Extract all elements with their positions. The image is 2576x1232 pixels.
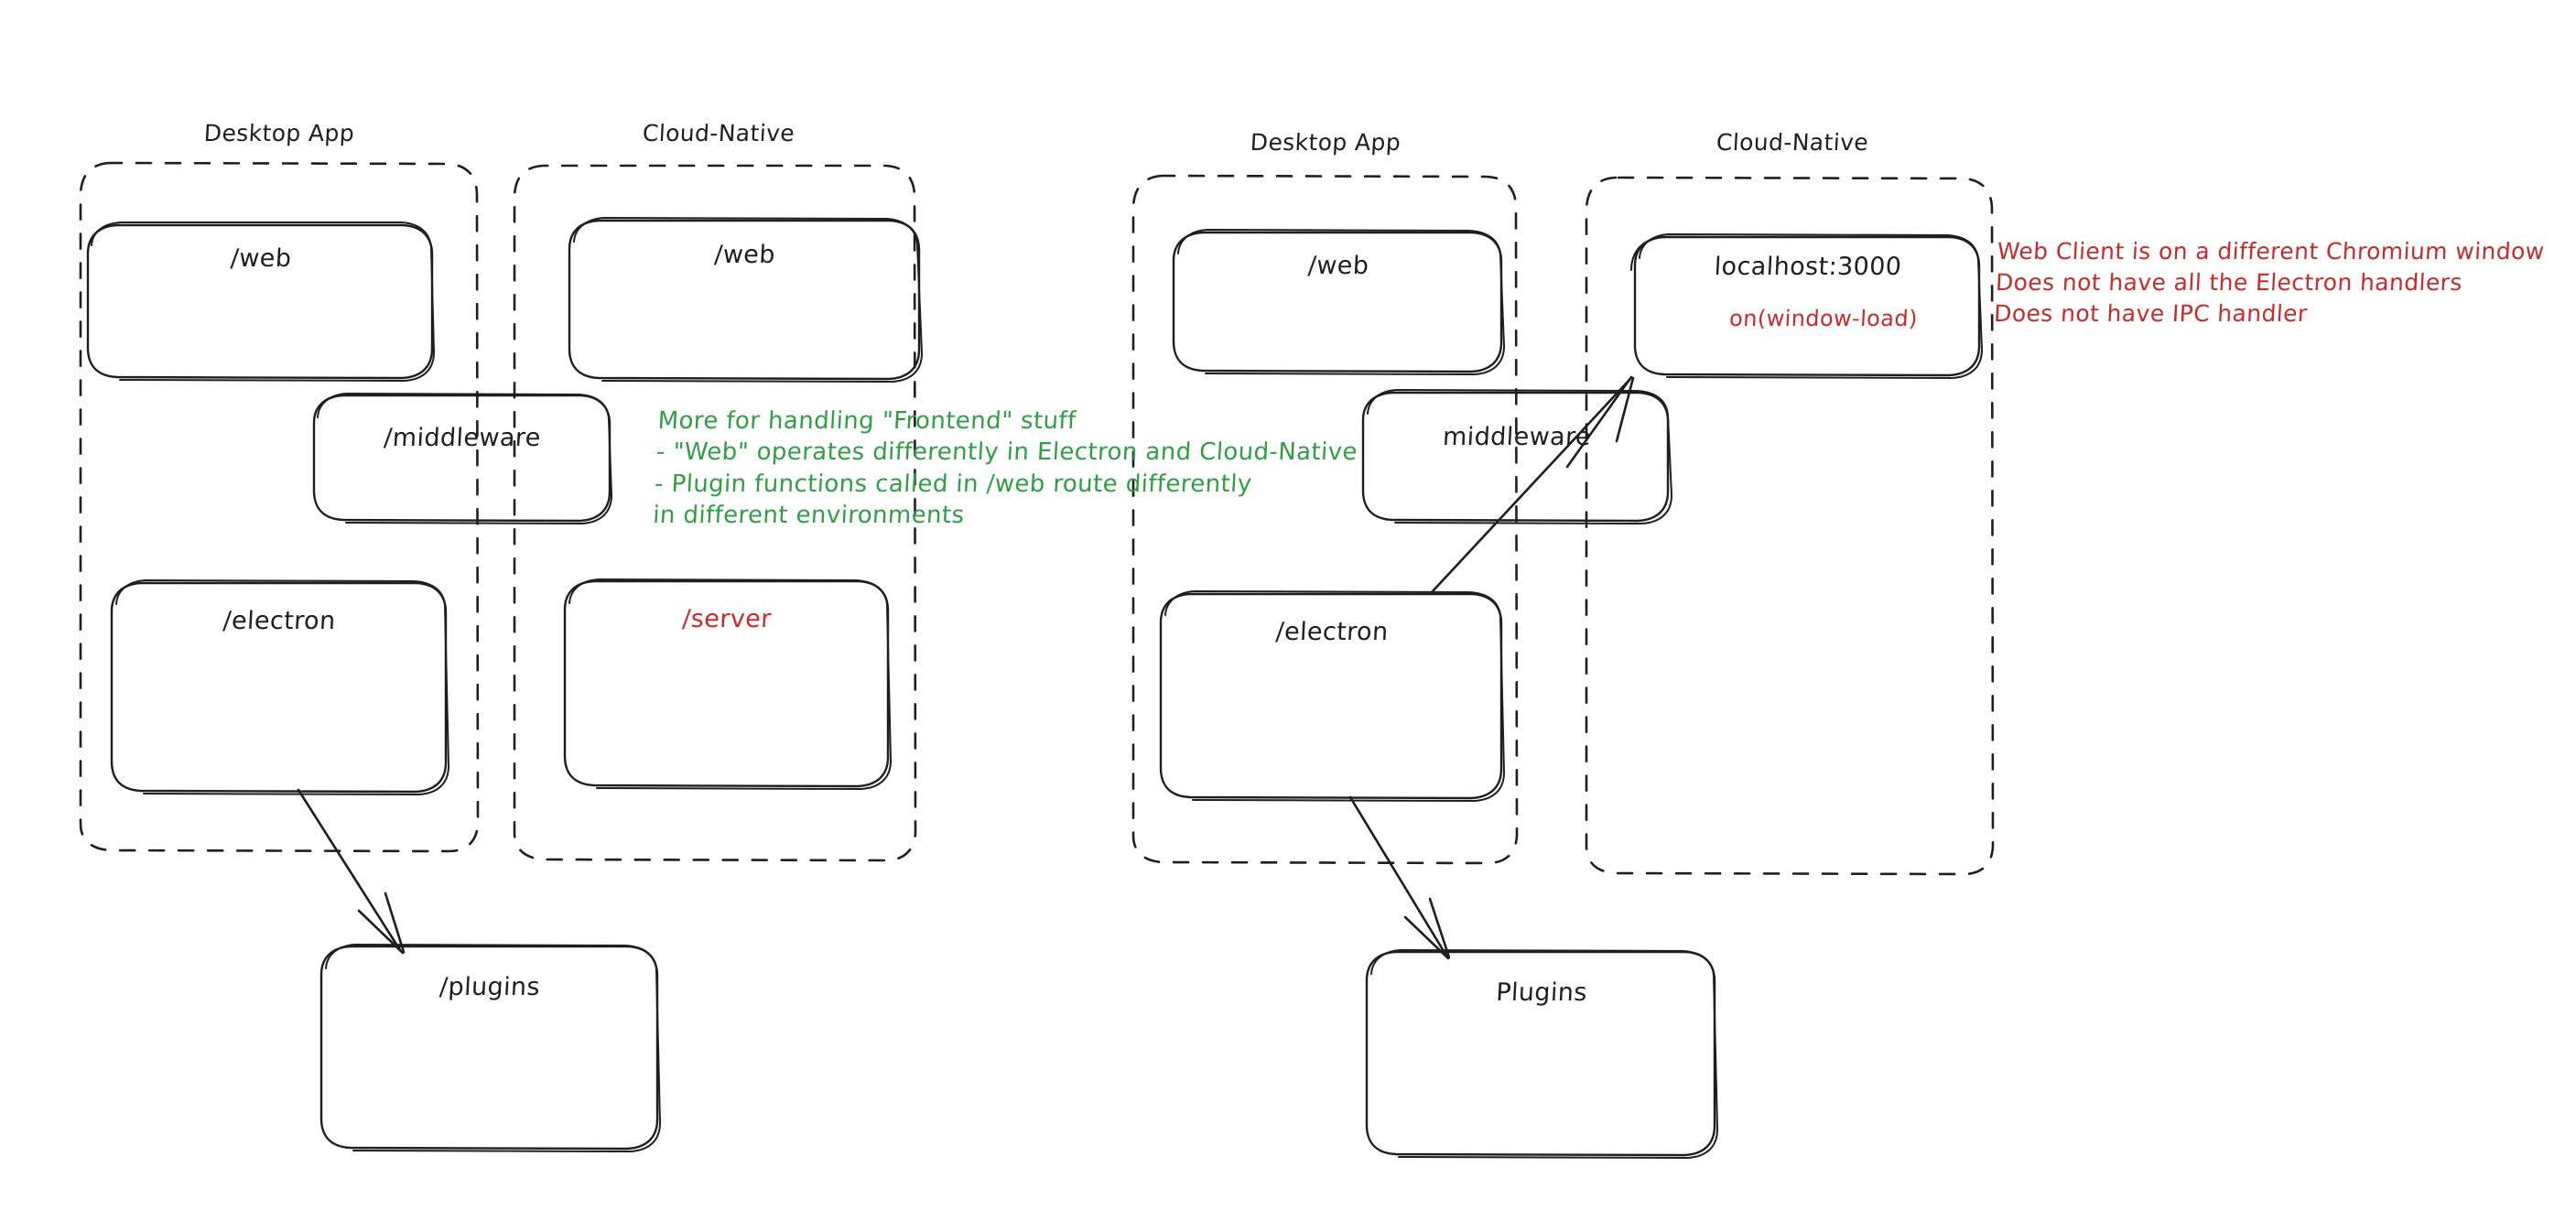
left-cloud-web-label: /web <box>713 241 776 269</box>
left-desktop-app-title: Desktop App <box>203 120 355 146</box>
left-desktop-web-box <box>86 222 435 382</box>
right-cloud-native-title: Cloud-Native <box>1716 129 1869 156</box>
left-cloud-web-box <box>568 217 923 383</box>
right-desktop-app-title: Desktop App <box>1250 129 1402 156</box>
left-cloud-native-title: Cloud-Native <box>642 120 796 146</box>
left-green-note: More for handling "Frontend" stuff - "We… <box>652 407 1358 529</box>
right-plugins-box <box>1365 949 1718 1159</box>
right-red-note: Web Client is on a different Chromium wi… <box>1993 238 2546 327</box>
right-localhost-box <box>1630 233 1983 379</box>
right-localhost-sublabel: on(window-load) <box>1728 306 1919 331</box>
left-cloud-native-group-outline <box>513 164 917 862</box>
left-electron-to-plugins-arrow <box>297 788 406 955</box>
left-desktop-app-group-outline <box>79 161 480 853</box>
right-desktop-web-box <box>1172 229 1505 375</box>
left-middleware-box <box>312 393 612 524</box>
left-server-box <box>563 578 892 790</box>
left-middleware-label: /middleware <box>383 424 542 452</box>
right-electron-to-localhost-arrow <box>1430 375 1635 594</box>
left-electron-label: /electron <box>222 607 337 635</box>
left-desktop-web-label: /web <box>229 244 293 273</box>
right-cloud-native-group-outline <box>1585 176 1995 876</box>
left-plugins-label: /plugins <box>438 973 541 1001</box>
right-desktop-app-group-outline <box>1131 174 1519 865</box>
left-server-label: /server <box>681 605 773 633</box>
left-plugins-box <box>319 944 661 1152</box>
right-plugins-label: Plugins <box>1495 978 1588 1007</box>
right-desktop-web-label: /web <box>1306 252 1370 280</box>
left-electron-box <box>110 579 449 795</box>
right-localhost-label: localhost:3000 <box>1713 253 1903 281</box>
right-middleware-box <box>1361 389 1672 524</box>
right-middleware-label: middleware <box>1442 423 1592 451</box>
right-electron-to-plugins-arrow <box>1348 795 1451 960</box>
right-electron-label: /electron <box>1274 618 1390 646</box>
right-electron-box <box>1159 590 1505 802</box>
